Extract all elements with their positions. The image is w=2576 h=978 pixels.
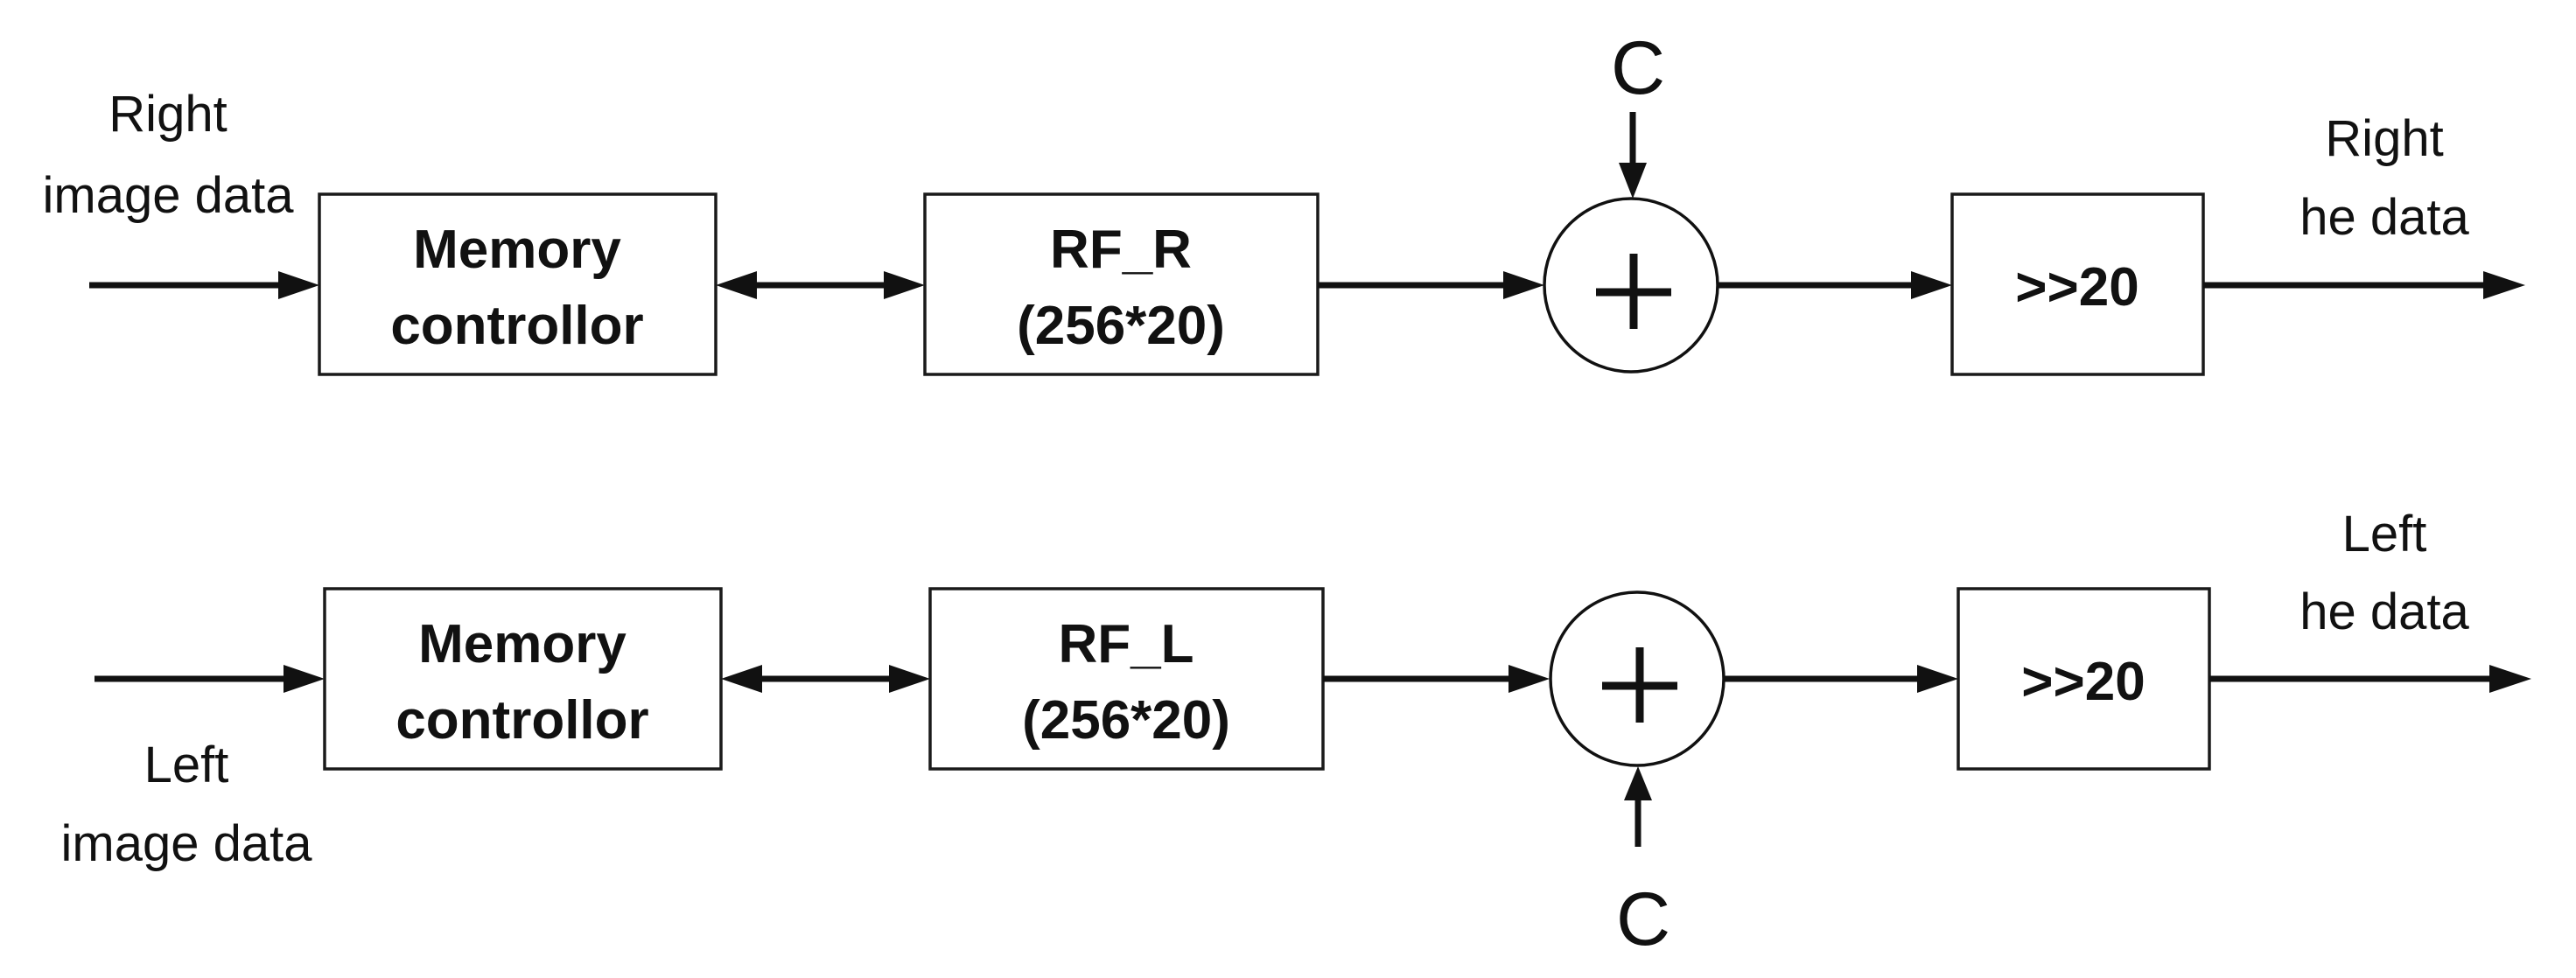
left-constant-arrowhead xyxy=(1624,766,1652,800)
left-input-arrowhead xyxy=(284,665,325,693)
rf-r-size: (256*20) xyxy=(1017,296,1225,356)
right-output-arrowhead xyxy=(2483,271,2525,299)
right-output-label-line2: he data xyxy=(2300,189,2469,246)
left-bidir-arrowhead-right xyxy=(889,665,930,693)
left-output-label-line1: Left xyxy=(2342,506,2427,562)
right-adder xyxy=(1543,197,1719,374)
left-constant-label: C xyxy=(1616,877,1670,961)
right-bidir-arrowhead-left xyxy=(716,271,757,299)
left-shift-block: >>20 xyxy=(1956,587,2211,771)
left-input-label-line1: Left xyxy=(144,737,229,793)
left-memory-controller-line2: controllor xyxy=(396,690,648,751)
left-output-label-line2: he data xyxy=(2300,583,2469,640)
right-constant-label: C xyxy=(1611,26,1665,110)
left-rf-to-adder-arrowhead xyxy=(1508,665,1550,693)
left-path: Left image data Memory controllor RF_L (… xyxy=(61,506,2531,961)
right-memory-controller-block: Memory controllor xyxy=(318,192,718,376)
rf-r-block: RF_R (256*20) xyxy=(923,192,1320,376)
right-shift-label: >>20 xyxy=(2015,257,2138,318)
rf-l-name: RF_L xyxy=(1059,614,1194,674)
right-memory-controller-line1: Memory xyxy=(413,220,621,280)
left-input-label-line2: image data xyxy=(61,815,313,872)
right-rf-to-adder-arrowhead xyxy=(1503,271,1544,299)
right-shift-block: >>20 xyxy=(1950,192,2205,376)
left-bidir-arrowhead-left xyxy=(721,665,762,693)
rf-l-size: (256*20) xyxy=(1022,690,1230,751)
left-adder-to-shift-arrowhead xyxy=(1917,665,1958,693)
rf-r-name: RF_R xyxy=(1050,220,1192,280)
right-path: Right image data Memory controllor RF_R … xyxy=(43,26,2525,376)
right-bidir-arrowhead-right xyxy=(884,271,925,299)
right-adder-to-shift-arrowhead xyxy=(1911,271,1952,299)
left-shift-label: >>20 xyxy=(2021,652,2145,712)
left-memory-controller-block: Memory controllor xyxy=(323,587,723,771)
right-input-label-line2: image data xyxy=(43,167,295,224)
left-output-arrowhead xyxy=(2489,665,2531,693)
right-constant-arrowhead xyxy=(1619,163,1647,199)
left-memory-controller-line1: Memory xyxy=(418,614,626,674)
right-memory-controller-line2: controllor xyxy=(390,296,643,356)
right-input-label-line1: Right xyxy=(108,86,227,143)
left-adder xyxy=(1549,590,1726,767)
right-output-label-line1: Right xyxy=(2325,110,2443,167)
right-input-arrowhead xyxy=(278,271,319,299)
rf-l-block: RF_L (256*20) xyxy=(928,587,1325,771)
